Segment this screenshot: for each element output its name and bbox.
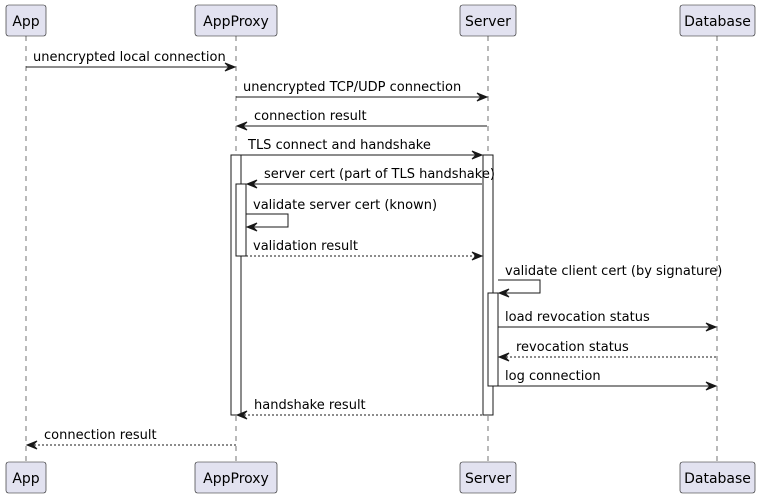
message-5: server cert (part of TLS handshake)	[245, 167, 495, 189]
participant-bottom-server: Server	[459, 461, 517, 494]
participant-bottom-db: Database	[679, 461, 756, 494]
message-2: unencrypted TCP/UDP connection	[236, 80, 489, 102]
activation-bar-server	[487, 292, 499, 387]
participant-box	[194, 4, 278, 37]
message-12: handshake result	[235, 398, 482, 420]
arrowhead	[476, 92, 489, 102]
activation-bar-proxy	[235, 183, 247, 257]
message-3: connection result	[235, 109, 487, 131]
participant-label: App	[12, 471, 39, 487]
message-line	[498, 279, 541, 294]
participant-label: AppProxy	[203, 471, 269, 487]
message-label: unencrypted local connection	[33, 50, 226, 65]
arrowhead	[497, 288, 510, 298]
arrowhead	[25, 440, 38, 450]
arrowhead	[497, 352, 510, 362]
message-label: log connection	[505, 369, 601, 384]
arrowhead	[235, 410, 248, 420]
arrowhead	[471, 150, 484, 160]
message-label: validate server cert (known)	[253, 198, 437, 213]
participant-label: App	[12, 14, 39, 30]
participant-top-db: Database	[679, 4, 756, 37]
arrowhead	[705, 322, 718, 332]
message-label: validate client cert (by signature)	[505, 264, 722, 279]
participant-label: Database	[684, 14, 751, 30]
message-13: connection result	[25, 428, 236, 450]
message-label: unencrypted TCP/UDP connection	[243, 80, 461, 95]
arrowhead	[224, 62, 237, 72]
message-7: validation result	[246, 239, 484, 261]
participant-top-proxy: AppProxy	[194, 4, 278, 37]
participant-label: Database	[684, 471, 751, 487]
message-label: connection result	[254, 109, 367, 124]
message-line	[246, 213, 289, 228]
participant-label: Server	[465, 14, 511, 30]
arrowhead	[471, 251, 484, 261]
activation-bars	[230, 154, 499, 416]
message-8: validate client cert (by signature)	[497, 264, 722, 298]
message-10: revocation status	[497, 340, 716, 362]
message-label: handshake result	[254, 398, 366, 413]
participant-top-server: Server	[459, 4, 517, 37]
arrowhead	[245, 179, 258, 189]
participants: AppAppAppProxyAppProxyServerServerDataba…	[5, 4, 756, 494]
participant-box	[194, 461, 278, 494]
message-6: validate server cert (known)	[245, 198, 437, 232]
participant-top-app: App	[5, 4, 47, 37]
messages: unencrypted local connection unencrypted …	[25, 50, 722, 450]
message-1: unencrypted local connection	[26, 50, 237, 72]
participant-bottom-proxy: AppProxy	[194, 461, 278, 494]
participant-box	[5, 4, 47, 37]
message-label: connection result	[44, 428, 157, 443]
message-label: server cert (part of TLS handshake)	[264, 167, 495, 182]
arrowhead	[235, 121, 248, 131]
lifelines	[25, 36, 718, 462]
participant-box	[679, 4, 756, 37]
participant-bottom-app: App	[5, 461, 47, 494]
participant-box	[459, 4, 517, 37]
participant-box	[459, 461, 517, 494]
arrowhead	[245, 222, 258, 232]
message-4: TLS connect and handshake	[241, 138, 484, 160]
message-label: TLS connect and handshake	[247, 138, 431, 153]
participant-label: AppProxy	[203, 14, 269, 30]
participant-box	[5, 461, 47, 494]
activation-bar-server	[482, 154, 494, 416]
message-label: load revocation status	[505, 310, 650, 325]
participant-box	[679, 461, 756, 494]
message-11: log connection	[498, 369, 718, 391]
message-label: revocation status	[516, 340, 629, 355]
message-9: load revocation status	[498, 310, 718, 332]
participant-label: Server	[465, 471, 511, 487]
message-label: validation result	[253, 239, 358, 254]
arrowhead	[705, 381, 718, 391]
